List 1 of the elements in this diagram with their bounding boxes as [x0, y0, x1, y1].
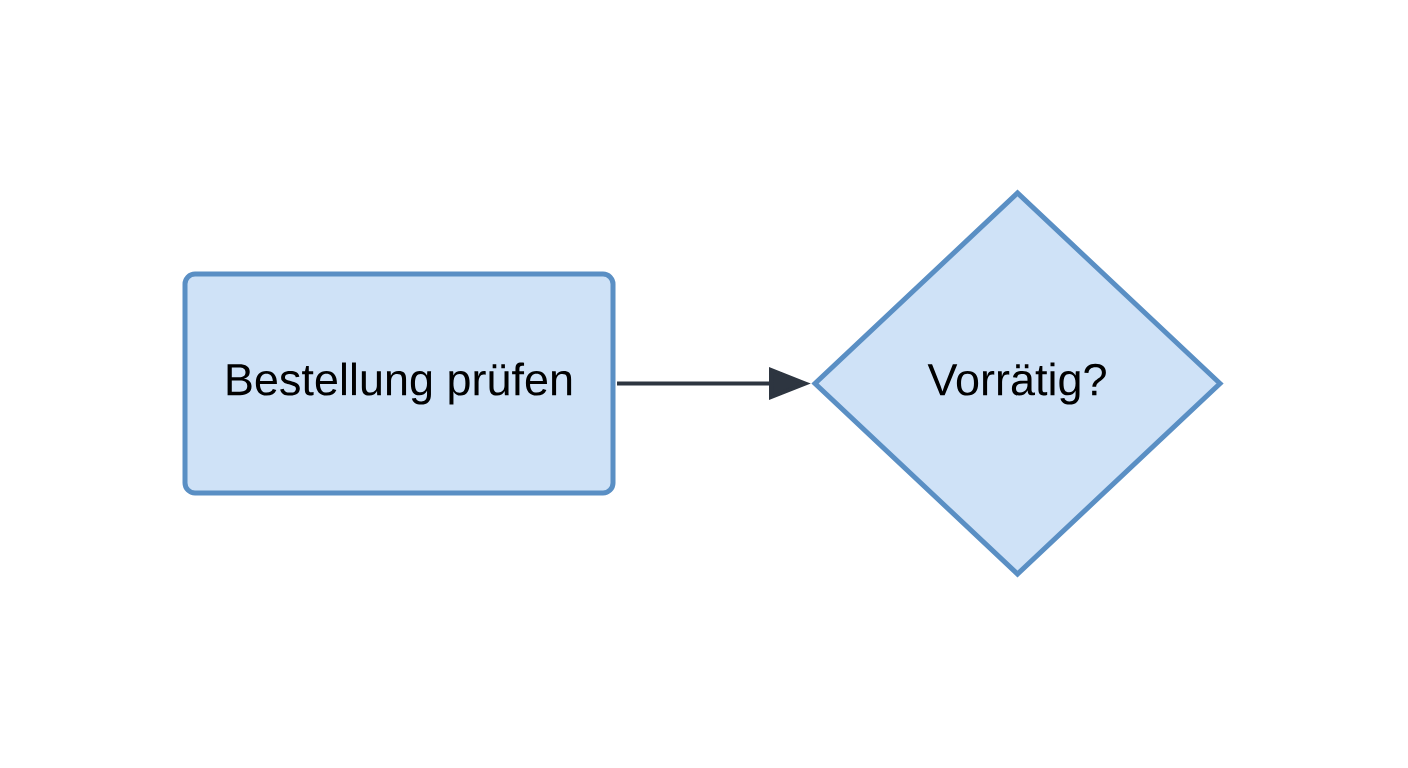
- process-box: Bestellung prüfen: [182, 271, 616, 496]
